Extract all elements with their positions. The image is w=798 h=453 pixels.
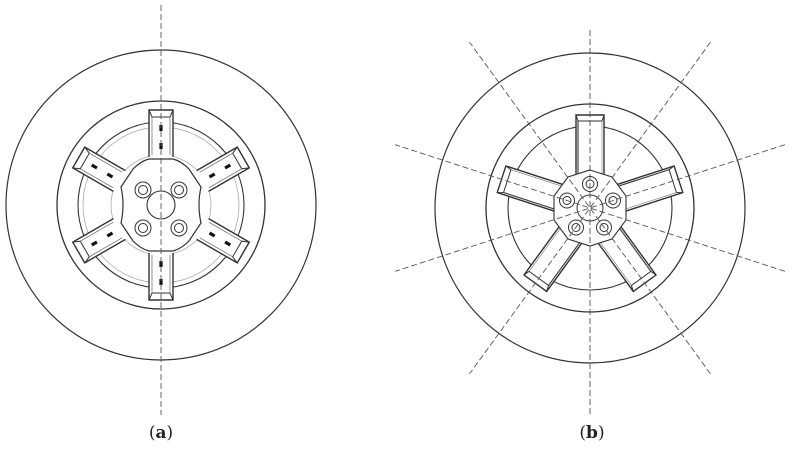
- caption-a-open: (: [148, 423, 156, 443]
- caption-b-close: ): [597, 423, 605, 443]
- caption-a-letter: a: [155, 423, 167, 443]
- center-bore: [576, 194, 604, 222]
- caption-a: (a): [131, 423, 191, 443]
- caption-b-open: (: [579, 423, 587, 443]
- wheel-b: [394, 30, 786, 416]
- radial-centerlines-b: [394, 30, 786, 416]
- caption-b: (b): [562, 423, 622, 443]
- lug-holes-a: [134, 181, 188, 237]
- caption-a-close: ): [166, 423, 174, 443]
- caption-b-letter: b: [586, 423, 598, 443]
